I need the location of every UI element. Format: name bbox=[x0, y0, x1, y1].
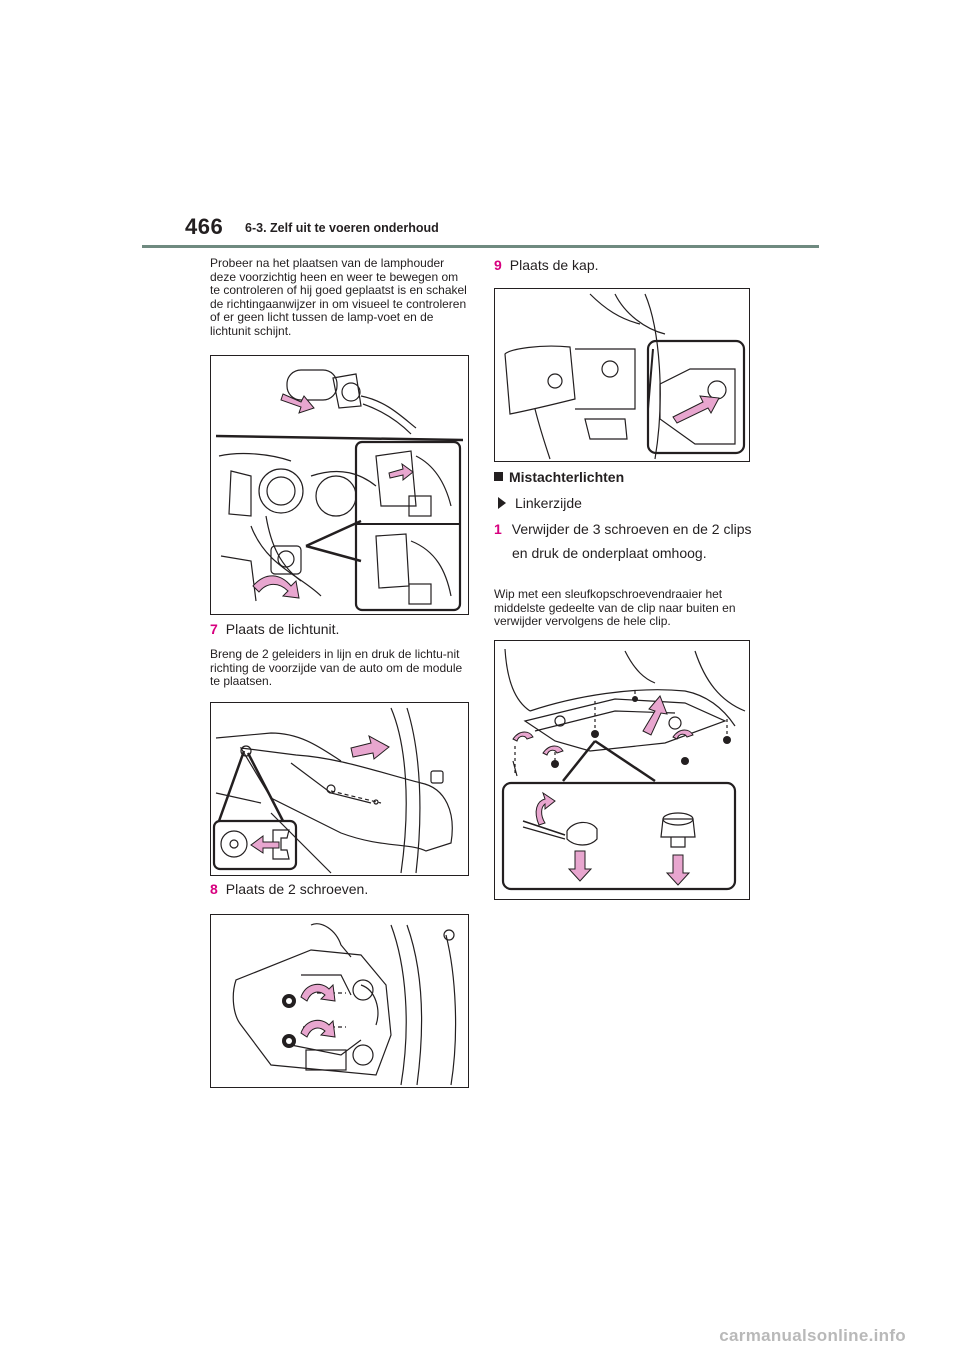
step-1-text: Verwijder de 3 schroeven en de 2 clips e… bbox=[511, 521, 752, 561]
step-7: 7 Plaats de lichtunit. bbox=[210, 618, 468, 640]
subheading-text: Linkerzijde bbox=[515, 495, 582, 511]
section-heading-text: Mistachterlichten bbox=[509, 469, 625, 485]
step-1-number: 1 bbox=[494, 521, 502, 537]
triangle-bullet-icon bbox=[498, 497, 506, 509]
step-8-number: 8 bbox=[210, 881, 218, 897]
step-7-number: 7 bbox=[210, 621, 218, 637]
step-1-note: Wip met een sleufkopschroevendraaier het… bbox=[494, 587, 736, 628]
step-7-text: Plaats de lichtunit. bbox=[225, 621, 340, 637]
section-title: 6-3. Zelf uit te voeren onderhoud bbox=[245, 221, 439, 235]
step-8-text: Plaats de 2 schroeven. bbox=[225, 881, 369, 897]
step-9-number: 9 bbox=[494, 257, 502, 273]
figure-light-unit bbox=[210, 702, 469, 876]
step-1: 1 Verwijder de 3 schroeven en de 2 clips … bbox=[494, 517, 762, 565]
step-9-text: Plaats de kap. bbox=[509, 257, 599, 273]
watermark: carmanualsonline.info bbox=[719, 1326, 906, 1345]
intro-paragraph: Probeer na het plaatsen van de lamphoude… bbox=[210, 256, 467, 338]
header-rule bbox=[142, 245, 819, 248]
figure-screws bbox=[210, 914, 469, 1088]
figure-cover bbox=[494, 288, 750, 462]
figure-bulb-holder bbox=[210, 355, 469, 615]
step-8: 8 Plaats de 2 schroeven. bbox=[210, 878, 468, 900]
section-heading: Mistachterlichten bbox=[494, 469, 754, 485]
square-bullet-icon bbox=[494, 472, 503, 481]
step-9: 9 Plaats de kap. bbox=[494, 254, 754, 276]
subheading: Linkerzijde bbox=[498, 495, 754, 511]
page-number: 466 bbox=[185, 214, 224, 239]
step-7-note: Breng de 2 geleiders in lijn en druk de … bbox=[210, 647, 463, 688]
figure-underplate bbox=[494, 640, 750, 900]
